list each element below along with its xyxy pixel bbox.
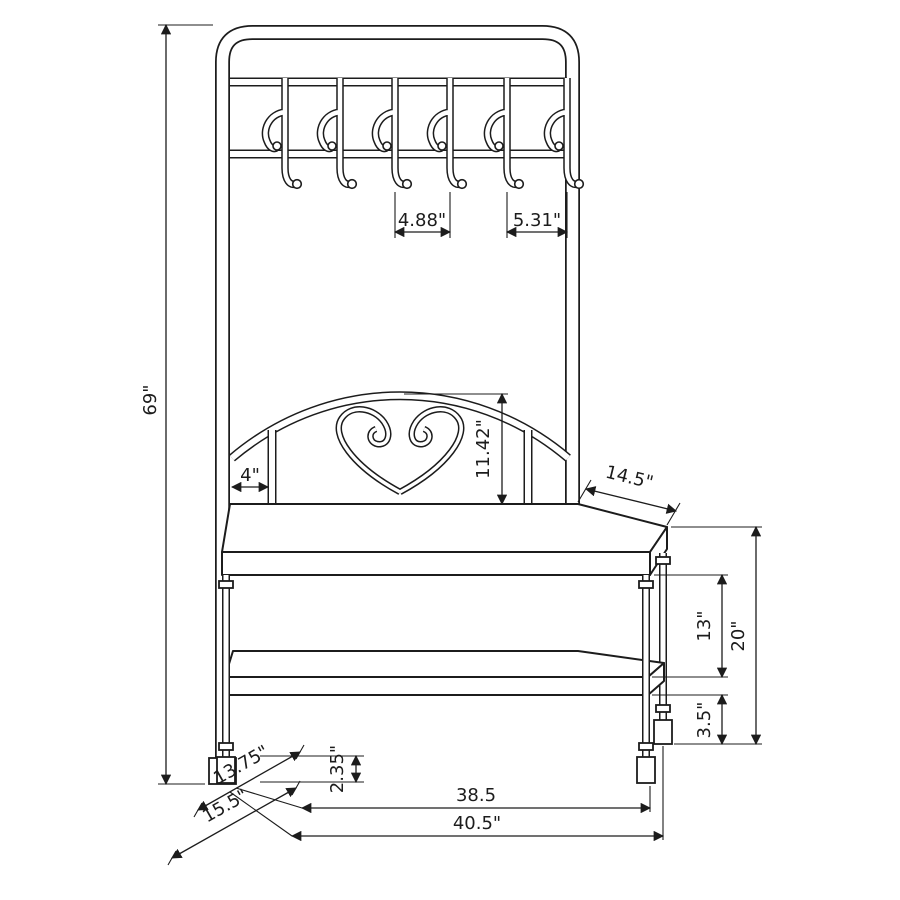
coat-hooks [261,78,585,190]
dim-label-foot-height: 2.35" [327,745,348,793]
dim-label-seat-height: 20" [728,620,749,651]
bench-leg-back-right [653,553,673,745]
dimension-width-between-legs: 38.5 [235,785,652,814]
dim-label-spindle-inset: 4" [240,465,260,486]
backrest-spindles [267,430,533,504]
leg-collar [655,556,671,565]
dim-label-overall-height: 69" [140,384,161,415]
dimension-width-overall: 40.5" [229,746,665,842]
hook-ball-tips [272,141,585,190]
dimension-shelf-to-floor: 3.5" [652,693,728,746]
shelf-top-face [224,650,665,678]
bench-shelf [224,650,665,696]
dimension-seat-to-shelf: 13" [652,573,728,679]
bench-leg-front-right [636,575,656,784]
dim-label-seat-depth: 14.5" [603,462,655,494]
dim-label-depth-overall: 15.5" [199,785,251,827]
dimension-depth-overall: 15.5" [167,780,301,866]
bench-foot [653,719,673,745]
leg-collar [638,742,654,751]
bench-foot [636,756,656,784]
leg-collar [655,704,671,713]
dimension-hook-spacing-b: 5.31" [505,192,569,238]
leg-collar [218,742,234,751]
dimension-hook-spacing-a: 4.88" [393,192,452,238]
dimension-foot-height: 2.35" [260,745,364,793]
dim-label-backrest-height: 11.42" [473,419,494,479]
backrest-arch [229,391,571,462]
coat-rack-frame [215,25,580,760]
dim-label-width-overall: 40.5" [453,813,501,834]
bench-seat [221,503,668,576]
leg-collar [218,580,234,589]
dimension-overall-height: 69" [140,23,213,786]
shelf-front-face [224,676,649,696]
seat-top-face [221,503,668,553]
dim-label-hook-spacing-a: 4.88" [398,210,446,231]
heart-scroll-ornament [335,406,465,495]
dim-label-width-between-legs: 38.5 [456,785,496,806]
leg-collar [638,580,654,589]
dim-label-shelf-to-floor: 3.5" [694,702,715,739]
seat-front-face [221,551,651,576]
dimension-backrest-height: 11.42" [404,392,508,506]
dim-label-hook-spacing-b: 5.31" [513,210,561,231]
seat-end-face [649,526,668,576]
dim-label-seat-to-shelf: 13" [694,610,715,641]
dimension-seat-height: 20" [671,525,762,746]
dimension-spindle-inset: 4" [230,465,270,493]
